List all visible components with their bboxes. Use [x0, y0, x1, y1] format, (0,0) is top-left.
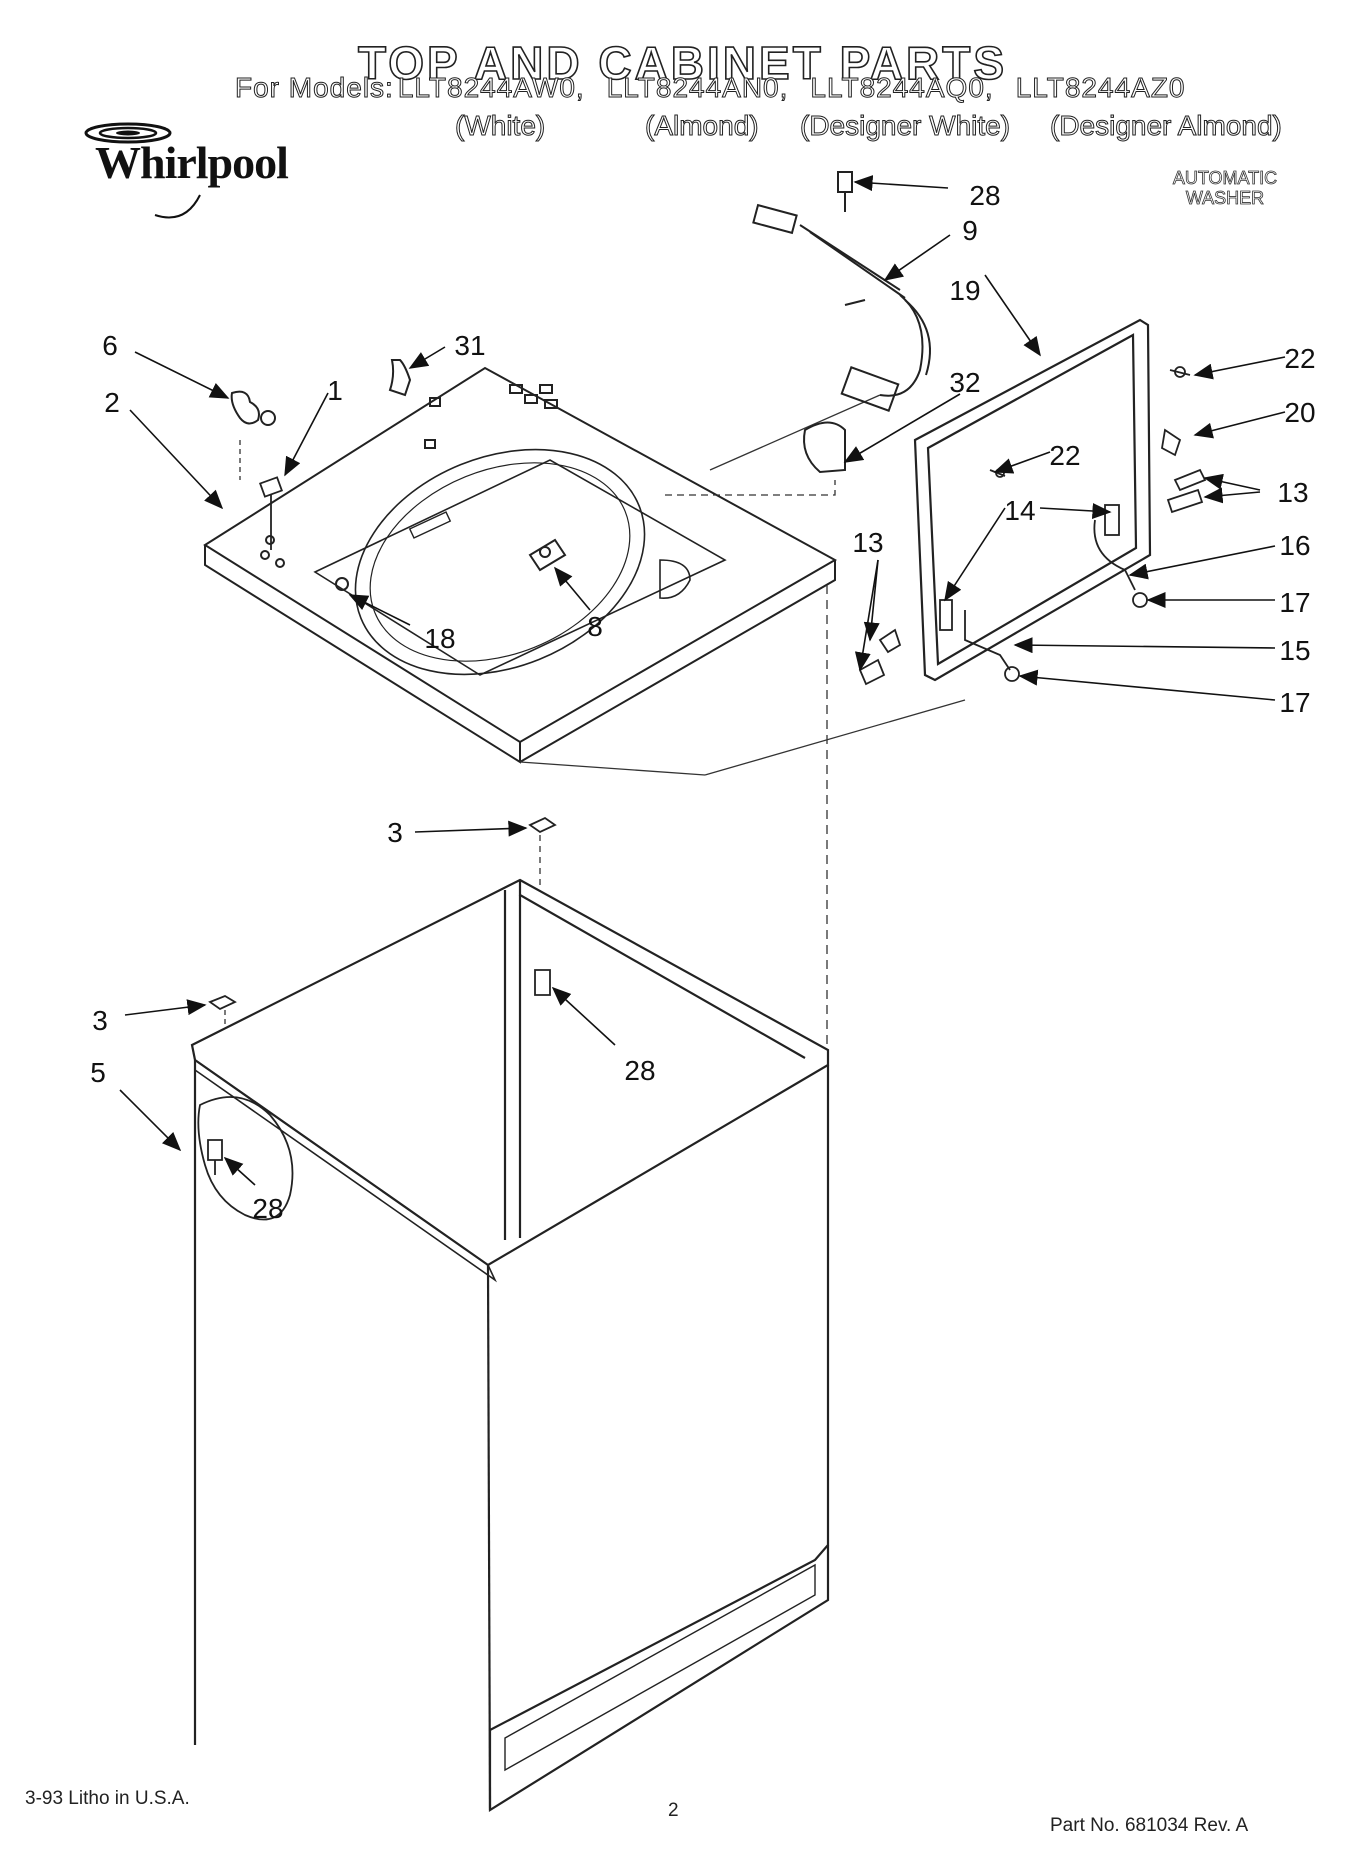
callout-17: 17 — [1279, 587, 1310, 618]
clip-part-31 — [388, 359, 412, 397]
console-hardware — [858, 366, 1207, 686]
callout-20: 20 — [1284, 397, 1315, 428]
callout-15: 15 — [1279, 635, 1310, 666]
callout-17: 17 — [1279, 687, 1310, 718]
whirlpool-logo-icon — [84, 122, 201, 219]
cabinet-cutout — [197, 1096, 294, 1221]
callout-28: 28 — [969, 180, 1000, 211]
leader-lines — [119, 175, 1286, 1186]
clip-parts-3 — [208, 816, 557, 1011]
callout-28: 28 — [624, 1055, 655, 1086]
model-variant: (Almond) — [645, 110, 760, 142]
callout-16: 16 — [1279, 530, 1310, 561]
brand-name: Whirlpool — [95, 137, 289, 188]
callout-14: 14 — [1004, 495, 1035, 526]
callout-6: 6 — [102, 330, 118, 361]
callout-31: 31 — [454, 330, 485, 361]
washer-top — [203, 366, 838, 764]
bracket-part-1 — [258, 476, 284, 550]
model-code: LLT8244AQ0, — [810, 72, 994, 104]
model-variant: (White) — [454, 110, 546, 142]
model-code: LLT8244AN0, — [606, 72, 789, 104]
lid-switch-part-9 — [752, 203, 931, 412]
alignment-lines — [224, 394, 966, 1060]
litho-note: 3-93 Litho in U.S.A. — [25, 1788, 190, 1809]
callout-18: 18 — [424, 623, 455, 654]
screw-part-28-top — [837, 171, 853, 212]
model-variant: (Designer Almond) — [1050, 110, 1283, 142]
model-variant: (Designer White) — [799, 110, 1011, 142]
callout-3: 3 — [92, 1005, 108, 1036]
screw-part-28-cabinet — [534, 969, 551, 996]
callout-1: 1 — [327, 375, 343, 406]
model-code: LLT8244AW0, — [397, 72, 585, 104]
callout-2: 2 — [104, 387, 120, 418]
callout-labels: 28 9 19 22 20 22 13 13 14 13 16 17 15 17… — [90, 180, 1315, 1224]
product-label-line1: AUTOMATIC — [1172, 168, 1278, 189]
part-number: Part No. 681034 Rev. A — [1050, 1815, 1249, 1836]
callout-22: 22 — [1284, 343, 1315, 374]
callout-19: 19 — [949, 275, 980, 306]
page-title: TOP AND CABINET PARTS — [357, 36, 1008, 90]
callout-32: 32 — [949, 367, 980, 398]
callout-5: 5 — [90, 1057, 106, 1088]
console-frame-part-19 — [913, 318, 1152, 682]
model-code: LLT8244AZ0 — [1015, 72, 1186, 104]
page-number: 2 — [668, 1800, 679, 1821]
product-label: AUTOMATIC WASHER — [1140, 168, 1310, 209]
callout-13: 13 — [852, 527, 883, 558]
clip-part-6 — [230, 390, 276, 426]
callout-8: 8 — [587, 611, 603, 642]
model-list: For Models:LLT8244AW0, LLT8244AN0, LLT8244… — [235, 72, 1208, 104]
callout-13: 13 — [1277, 477, 1308, 508]
product-label-line2: WASHER — [1185, 188, 1265, 209]
callout-22: 22 — [1049, 440, 1080, 471]
screw-part-8 — [528, 538, 567, 572]
model-prefix: For Models: — [235, 72, 394, 104]
callout-28: 28 — [252, 1193, 283, 1224]
cover-part-32 — [803, 421, 846, 474]
callout-3: 3 — [387, 817, 403, 848]
callout-9: 9 — [962, 215, 978, 246]
cabinet-part-5 — [190, 878, 830, 1812]
